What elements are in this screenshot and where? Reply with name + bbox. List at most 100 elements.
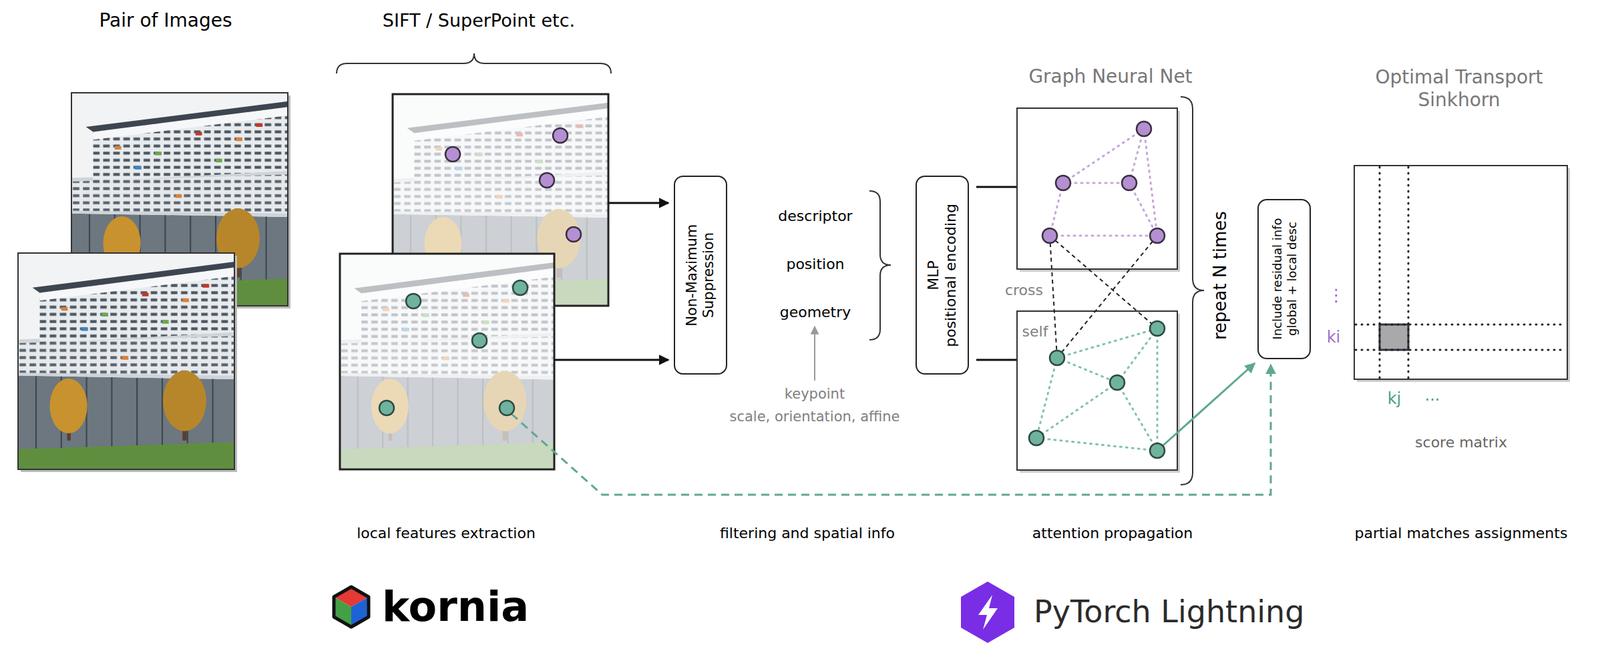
- gnn-panel: [1149, 228, 1165, 244]
- brace: [869, 190, 891, 340]
- box-title: MLP: [924, 203, 943, 348]
- photo-front: [18, 253, 235, 470]
- feature-label: geometry: [779, 303, 852, 322]
- gnn-panel: [1036, 357, 1058, 439]
- keypoint-dot: [512, 280, 528, 296]
- score-matrix: [1354, 165, 1568, 380]
- gnn-panel: [1121, 175, 1137, 191]
- process-box: MLPpositional encoding: [915, 175, 969, 375]
- score-matrix: [1355, 349, 1566, 352]
- keypoint-dot: [406, 293, 421, 309]
- gnn-panel: [1049, 128, 1158, 236]
- logo-text: PyTorch Lightning: [1033, 593, 1305, 631]
- kornia-logo: [333, 586, 369, 628]
- gnn-panel: [1017, 311, 1178, 471]
- gnn-panel: [1063, 182, 1130, 185]
- feature-panel-front: [339, 253, 555, 470]
- gnn-panel: [1156, 328, 1159, 451]
- logo-text: kornia: [381, 582, 529, 632]
- gnn-panel: [1136, 121, 1152, 137]
- column-heading: Graph Neural Net: [1028, 65, 1192, 89]
- lightning-logo: [960, 581, 1015, 644]
- gnn-panel: [1055, 175, 1071, 191]
- box-title: Include residual info global + local des…: [1269, 217, 1299, 342]
- flow-arrow: [608, 202, 669, 205]
- feature-panel-front: [339, 253, 555, 470]
- residual-arrow: [1157, 363, 1255, 451]
- feature-label: position: [785, 255, 845, 274]
- column-heading: SIFT / SuperPoint etc.: [382, 10, 575, 32]
- process-box: Include residual info global + local des…: [1257, 198, 1311, 360]
- photo-front: [18, 253, 235, 470]
- attention-label: self: [1022, 323, 1049, 341]
- residual-link: [511, 364, 1271, 495]
- gnn-panel: [1129, 128, 1144, 183]
- box-text: MLPpositional encoding: [924, 203, 961, 348]
- keypoint-dot: [379, 280, 1165, 459]
- flow-arrow: [554, 359, 669, 362]
- gnn-panel: [1036, 438, 1158, 451]
- score-matrix: [1379, 324, 1409, 350]
- kornia-logo: [333, 586, 369, 628]
- lightning-logo: [978, 594, 998, 630]
- gnn-panel: [1143, 128, 1158, 236]
- column-heading: Optimal Transport Sinkhorn: [1374, 66, 1544, 111]
- box-text: Include residual info global + local des…: [1269, 217, 1299, 342]
- gnn-panel: [1063, 128, 1144, 183]
- keypoint-dot: [1149, 443, 1165, 459]
- keypoint-arrow: [814, 326, 816, 381]
- stage-label: attention propagation: [1032, 524, 1193, 543]
- lightning-logo: [960, 581, 1015, 644]
- gnn-panel: [1117, 382, 1158, 451]
- keypoint-dot: [1149, 321, 1165, 336]
- keypoint-dot: [1029, 430, 1044, 446]
- feature-panel-back: [445, 128, 581, 242]
- stage-label: partial matches assignments: [1354, 524, 1568, 543]
- brace: [336, 53, 612, 74]
- gnn-panel: [1042, 228, 1058, 244]
- keypoint-dot: [379, 400, 394, 416]
- stage-label: filtering and spatial info: [719, 524, 895, 543]
- gnn-panel: [1049, 235, 1158, 329]
- gnn-panel: [1129, 182, 1158, 236]
- score-matrix: [1354, 165, 1570, 382]
- box-body: positional encoding: [942, 203, 960, 348]
- feature-panel-back: [445, 146, 461, 162]
- note: keypoint: [784, 385, 845, 403]
- brace: [336, 53, 1205, 485]
- score-matrix: [1407, 166, 1410, 378]
- gnn-panel: [1057, 328, 1158, 358]
- feature-panel-back: [566, 227, 581, 242]
- stage-label: local features extraction: [356, 524, 536, 543]
- index-label: ...: [1425, 385, 1441, 406]
- attention-label: cross: [1005, 281, 1044, 300]
- column-heading: Pair of Images: [98, 9, 232, 33]
- gnn-panel: [1049, 235, 1158, 358]
- feature-panel-back: [552, 128, 568, 143]
- gnn-panel: [1017, 108, 1178, 270]
- index-label: ⋮: [1327, 285, 1345, 306]
- gnn-panel: [1117, 328, 1158, 383]
- keypoint-dot: [472, 333, 487, 348]
- gnn-panel: [1057, 357, 1118, 383]
- gnn-panel: [1049, 235, 1158, 238]
- feature-panel-front: [339, 253, 555, 470]
- keypoint-dot: [1109, 375, 1125, 390]
- feature-label: descriptor: [777, 207, 853, 226]
- index-label: kj: [1387, 389, 1402, 409]
- gnn-panel: [1036, 328, 1158, 451]
- repeat-label: repeat N times: [1210, 211, 1231, 340]
- box-text: Non-Maximum Suppression: [683, 223, 718, 328]
- score-matrix: [1378, 166, 1381, 378]
- score-matrix: [1355, 166, 1566, 378]
- gnn-panel: [1042, 121, 1165, 244]
- gnn-panel: [1049, 235, 1058, 358]
- feature-panel-front: [339, 253, 555, 470]
- keypoint-dot: [1049, 350, 1065, 366]
- gnn-panel: [1057, 235, 1158, 358]
- index-label: ki: [1326, 327, 1341, 348]
- process-box: Non-Maximum Suppression: [673, 175, 728, 375]
- box-title: Non-Maximum Suppression: [683, 223, 718, 328]
